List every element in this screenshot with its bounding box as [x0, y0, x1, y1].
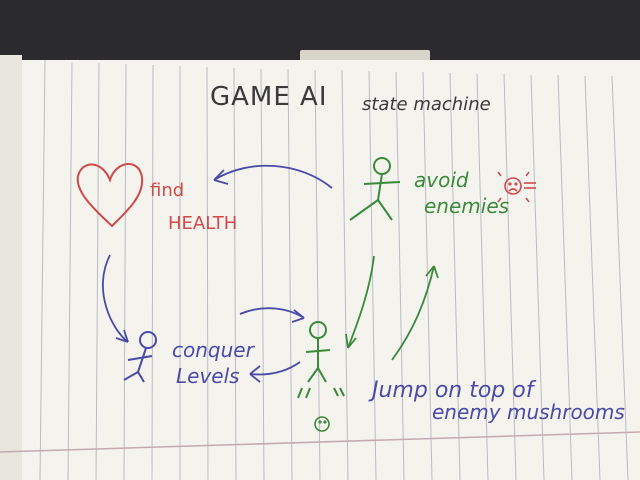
state-health-line1: find: [150, 180, 185, 201]
state-jump-line2: enemy mushrooms: [432, 400, 625, 424]
arrow-avoid-to-jump: [347, 255, 375, 349]
state-avoid-line2: enemies: [424, 194, 510, 218]
stick-figure-icon: [349, 157, 401, 221]
arrow-jump-to-conquer: [249, 361, 301, 376]
notebook-page: [0, 60, 640, 480]
diagram-title: GAME AI: [210, 82, 328, 112]
heart-icon: [76, 163, 144, 228]
state-conquer-line2: Levels: [176, 364, 240, 388]
diagram-subtitle: state machine: [362, 94, 491, 115]
notebook-page-edge: [0, 55, 22, 480]
arrow-conquer-to-jump: [239, 307, 305, 319]
arrow-jump-to-avoid: [391, 265, 435, 361]
page-margin-line: [0, 431, 640, 453]
state-avoid-line1: avoid: [414, 168, 469, 192]
state-conquer-line1: conquer: [172, 338, 254, 362]
transition-arrows: [102, 164, 439, 383]
state-health-line2: HEALTH: [168, 213, 238, 234]
stick-figure-icon: [123, 331, 157, 383]
arrow-health-to-conquer: [102, 254, 129, 343]
mushroom-icon: [314, 416, 330, 432]
frowny-face-icon: [497, 171, 536, 203]
stick-figure-icon: [297, 321, 345, 399]
ruled-lines: [39, 59, 629, 480]
arrow-avoid-to-health: [213, 164, 333, 189]
state-jump-line1: Jump on top of: [372, 378, 534, 403]
